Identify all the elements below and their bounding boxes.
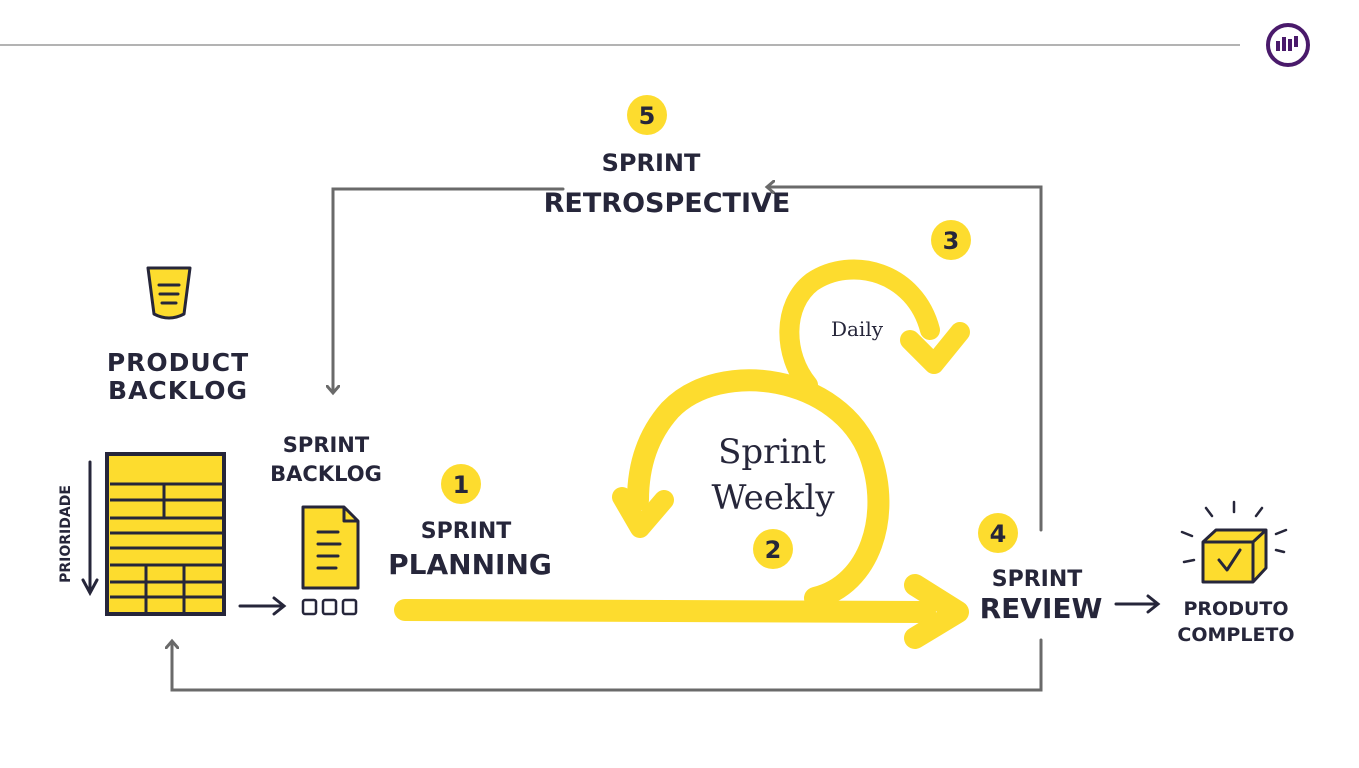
review-to-product-backlog-line xyxy=(172,638,1043,692)
document-icon xyxy=(301,505,360,590)
step-2-label-2: Weekly xyxy=(711,478,835,518)
product-backlog-label-2: BACKLOG xyxy=(108,376,248,405)
step-2-label-1: Sprint xyxy=(718,432,826,472)
sprint-backlog-items xyxy=(301,598,358,616)
funnel-icon xyxy=(146,266,192,320)
priority-axis-label: PRIORIDADE xyxy=(58,485,74,583)
step-5-number: 5 xyxy=(639,102,656,130)
step-4-badge xyxy=(978,513,1018,553)
step-3-badge xyxy=(931,220,971,260)
retro-to-backlog-line xyxy=(333,187,565,392)
step-1-number: 1 xyxy=(453,471,470,499)
product-complete-label-1: PRODUTO xyxy=(1183,598,1288,620)
step-1-label-1: SPRINT xyxy=(421,519,512,544)
step-5-label-1: SPRINT xyxy=(602,149,701,177)
checked-box-icon xyxy=(1180,500,1288,584)
product-complete-label-2: COMPLETO xyxy=(1177,624,1294,646)
sprint-backlog-label-1: SPRINT xyxy=(283,433,370,457)
bar-chart-logo-icon xyxy=(1266,23,1310,67)
step-4-number: 4 xyxy=(990,520,1007,548)
step-1-badge xyxy=(441,464,481,504)
step-4-label-1: SPRINT xyxy=(992,567,1083,592)
sprint-flow-arrow xyxy=(394,259,970,649)
step-5-label-2: RETROSPECTIVE xyxy=(544,188,791,219)
step-4-label-2: REVIEW xyxy=(980,592,1103,625)
arrow-to-sprint-backlog xyxy=(238,596,287,616)
priority-arrow-head xyxy=(81,578,99,597)
review-to-retro-line xyxy=(768,187,1043,532)
product-backlog-label-1: PRODUCT xyxy=(107,348,249,377)
arrow-to-product-complete xyxy=(1114,594,1161,614)
step-5-badge xyxy=(627,95,667,135)
step-1-label-2: PLANNING xyxy=(388,548,552,581)
product-backlog-table xyxy=(105,452,226,616)
step-3-number: 3 xyxy=(943,227,960,255)
step-2-badge xyxy=(753,529,793,569)
sprint-backlog-label-2: BACKLOG xyxy=(270,462,382,486)
step-3-label: Daily xyxy=(831,317,884,341)
step-2-number: 2 xyxy=(765,536,782,564)
